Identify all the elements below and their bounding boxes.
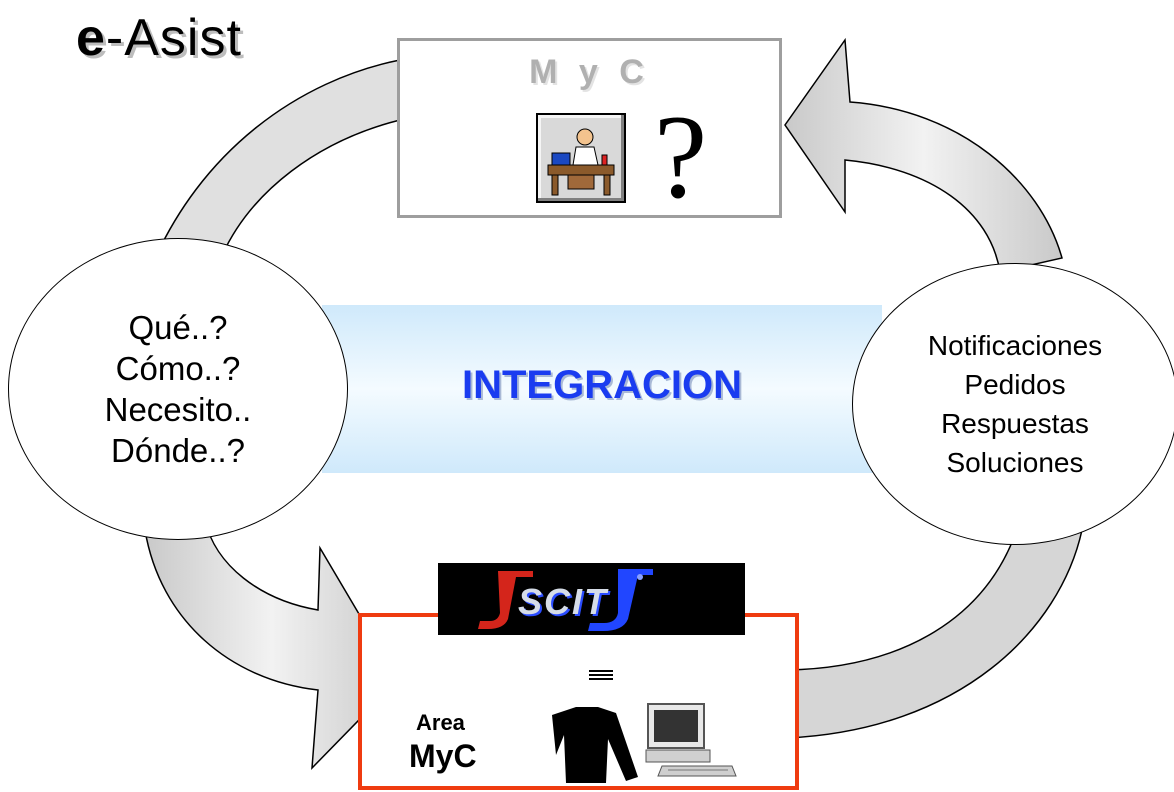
myc-box: M y C ? bbox=[397, 38, 782, 218]
myc-area-label: MyC bbox=[409, 738, 477, 774]
question-line: Qué..? bbox=[128, 309, 228, 346]
person-icon bbox=[552, 707, 638, 783]
title-rest: -Asist bbox=[105, 9, 242, 67]
response-line: Notificaciones bbox=[927, 330, 1103, 361]
area-label: Area bbox=[416, 710, 465, 735]
question-line: Cómo..? bbox=[115, 350, 241, 387]
scit-logo-text: SCIT bbox=[518, 581, 609, 622]
question-mark: ? bbox=[654, 90, 708, 223]
question-line: Dónde..? bbox=[111, 432, 245, 469]
response-line: Respuestas bbox=[941, 408, 1089, 439]
app-title: e-Asist bbox=[76, 8, 242, 68]
response-line: Pedidos bbox=[964, 369, 1066, 400]
arrow-top-right bbox=[784, 37, 1063, 273]
arrow-bottom-right bbox=[786, 519, 1083, 739]
scit-logo: SCIT bbox=[438, 563, 745, 635]
myc-title: M y C bbox=[529, 53, 650, 91]
question-line: Necesito.. bbox=[104, 391, 252, 428]
response-line: Soluciones bbox=[946, 447, 1084, 478]
desk-worker-icon bbox=[536, 113, 626, 203]
document-stack-icon bbox=[589, 670, 613, 680]
integration-label: INTEGRACION bbox=[462, 363, 742, 407]
questions-bubble: Qué..? Cómo..? Necesito.. Dónde..? bbox=[8, 238, 348, 540]
responses-bubble: Notificaciones Pedidos Respuestas Soluci… bbox=[852, 263, 1174, 545]
integration-band: INTEGRACION bbox=[322, 305, 882, 473]
arrow-bottom-left bbox=[144, 519, 399, 771]
title-prefix: e bbox=[76, 9, 106, 67]
computer-icon bbox=[645, 703, 737, 777]
